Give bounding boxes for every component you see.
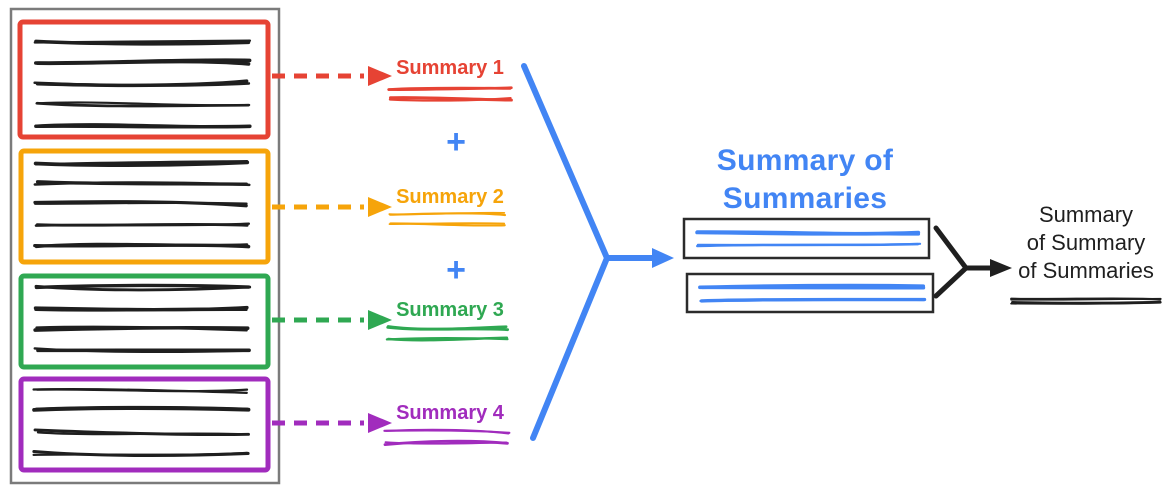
summary-4-label: Summary 4 (396, 402, 505, 424)
document-1-box (17, 19, 271, 140)
final-label-line3: of Summaries (1018, 258, 1154, 283)
summary-4-arrowhead-icon (368, 413, 392, 433)
final-summary: Summary of Summary of Summaries (1010, 202, 1162, 305)
plus-sign-1: + (446, 123, 466, 161)
document-1 (17, 19, 271, 140)
source-documents-panel (9, 7, 281, 485)
final-label-line2: of Summary (1027, 230, 1146, 255)
merge-arrow-blue (521, 63, 674, 441)
document-2-text-scribbles (33, 160, 251, 249)
summary-3-dashed-arrow (272, 310, 392, 330)
sos-title-line1: Summary of (717, 144, 894, 177)
final-merge-arrow (933, 225, 1012, 299)
document-3 (18, 273, 271, 370)
document-4 (18, 376, 271, 473)
final-merge-arrowhead-icon (990, 259, 1012, 277)
summary-2-label: Summary 2 (396, 186, 504, 208)
summary-1-arrowhead-icon (368, 66, 392, 86)
sos-box-1 (682, 217, 931, 260)
document-1-text-scribbles (33, 39, 252, 129)
summary-2-scribble (388, 211, 507, 227)
summary-3-scribble (385, 325, 510, 342)
final-label-line1: Summary (1039, 202, 1133, 227)
summary-1-scribble (387, 86, 513, 102)
summary-4-dashed-arrow (272, 413, 392, 433)
document-2 (18, 148, 271, 265)
document-3-box (18, 273, 271, 370)
merge-arrowhead-icon (652, 248, 674, 268)
plus-sign-2: + (446, 251, 466, 289)
merge-arrow-v-lines (521, 63, 610, 441)
document-4-text-scribbles (32, 388, 251, 457)
summary-3-arrowhead-icon (368, 310, 392, 330)
summary-2-dashed-arrow (272, 197, 392, 217)
final-merge-v-lines (933, 225, 969, 299)
sos-box-1-scribble (695, 230, 922, 248)
summary-1-label: Summary 1 (396, 57, 504, 79)
individual-summaries: Summary 1 + Summary 2 + Summary 3 Summar… (383, 57, 513, 447)
summary-4-scribble (383, 428, 511, 447)
summary-1-dashed-arrow (272, 66, 392, 86)
document-to-summary-arrows (272, 66, 392, 433)
document-4-box (18, 376, 271, 473)
summary-3-label: Summary 3 (396, 299, 504, 321)
document-3-text-scribbles (33, 283, 252, 353)
sos-box-2-scribble (698, 283, 927, 303)
summary-2-arrowhead-icon (368, 197, 392, 217)
sos-box-2 (685, 272, 935, 314)
sos-title-line2: Summaries (723, 182, 887, 215)
final-summary-scribble (1010, 297, 1162, 305)
summary-of-summaries: Summary of Summaries (682, 144, 935, 314)
document-2-box (18, 148, 271, 265)
